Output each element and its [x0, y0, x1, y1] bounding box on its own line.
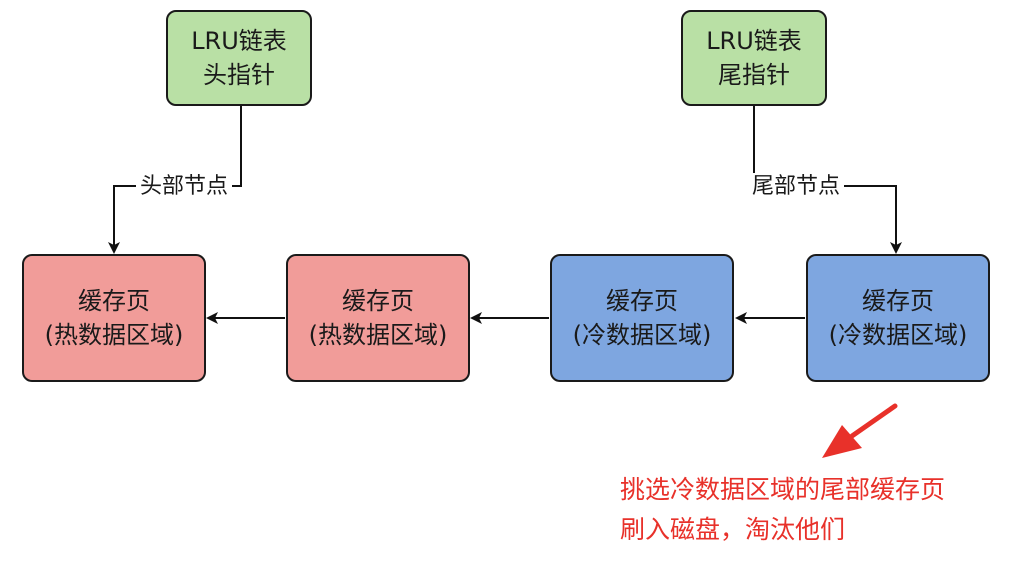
cache-page-hot-1: 缓存页 (热数据区域) — [22, 254, 206, 382]
head-pointer-line2: 头指针 — [203, 61, 275, 89]
eviction-annotation: 挑选冷数据区域的尾部缓存页 刷入磁盘，淘汰他们 — [620, 470, 945, 550]
lru-tail-pointer: LRU链表 尾指针 — [681, 10, 827, 106]
cache-page-region: (热数据区域) — [308, 321, 448, 349]
cache-page-hot-2: 缓存页 (热数据区域) — [286, 254, 470, 382]
cache-page-cold-2: 缓存页 (冷数据区域) — [806, 254, 990, 382]
tail-pointer-line1: LRU链表 — [706, 27, 802, 55]
cache-page-title: 缓存页 — [342, 287, 414, 315]
tail-node-label: 尾部节点 — [748, 173, 845, 201]
cache-page-region: (热数据区域) — [44, 321, 184, 349]
annotation-arrow — [849, 403, 898, 439]
cache-page-title: 缓存页 — [862, 287, 934, 315]
cache-page-title: 缓存页 — [78, 287, 150, 315]
cache-page-cold-1: 缓存页 (冷数据区域) — [550, 254, 734, 382]
tail-pointer-line2: 尾指针 — [718, 61, 790, 89]
cache-page-region: (冷数据区域) — [828, 321, 968, 349]
cache-page-region: (冷数据区域) — [572, 321, 712, 349]
cache-page-title: 缓存页 — [606, 287, 678, 315]
annotation-line2: 刷入磁盘，淘汰他们 — [620, 515, 846, 544]
lru-head-pointer: LRU链表 头指针 — [166, 10, 312, 106]
head-pointer-line1: LRU链表 — [191, 27, 287, 55]
annotation-line1: 挑选冷数据区域的尾部缓存页 — [620, 475, 946, 504]
annotation-arrowhead — [822, 425, 862, 458]
head-node-label: 头部节点 — [136, 173, 233, 201]
